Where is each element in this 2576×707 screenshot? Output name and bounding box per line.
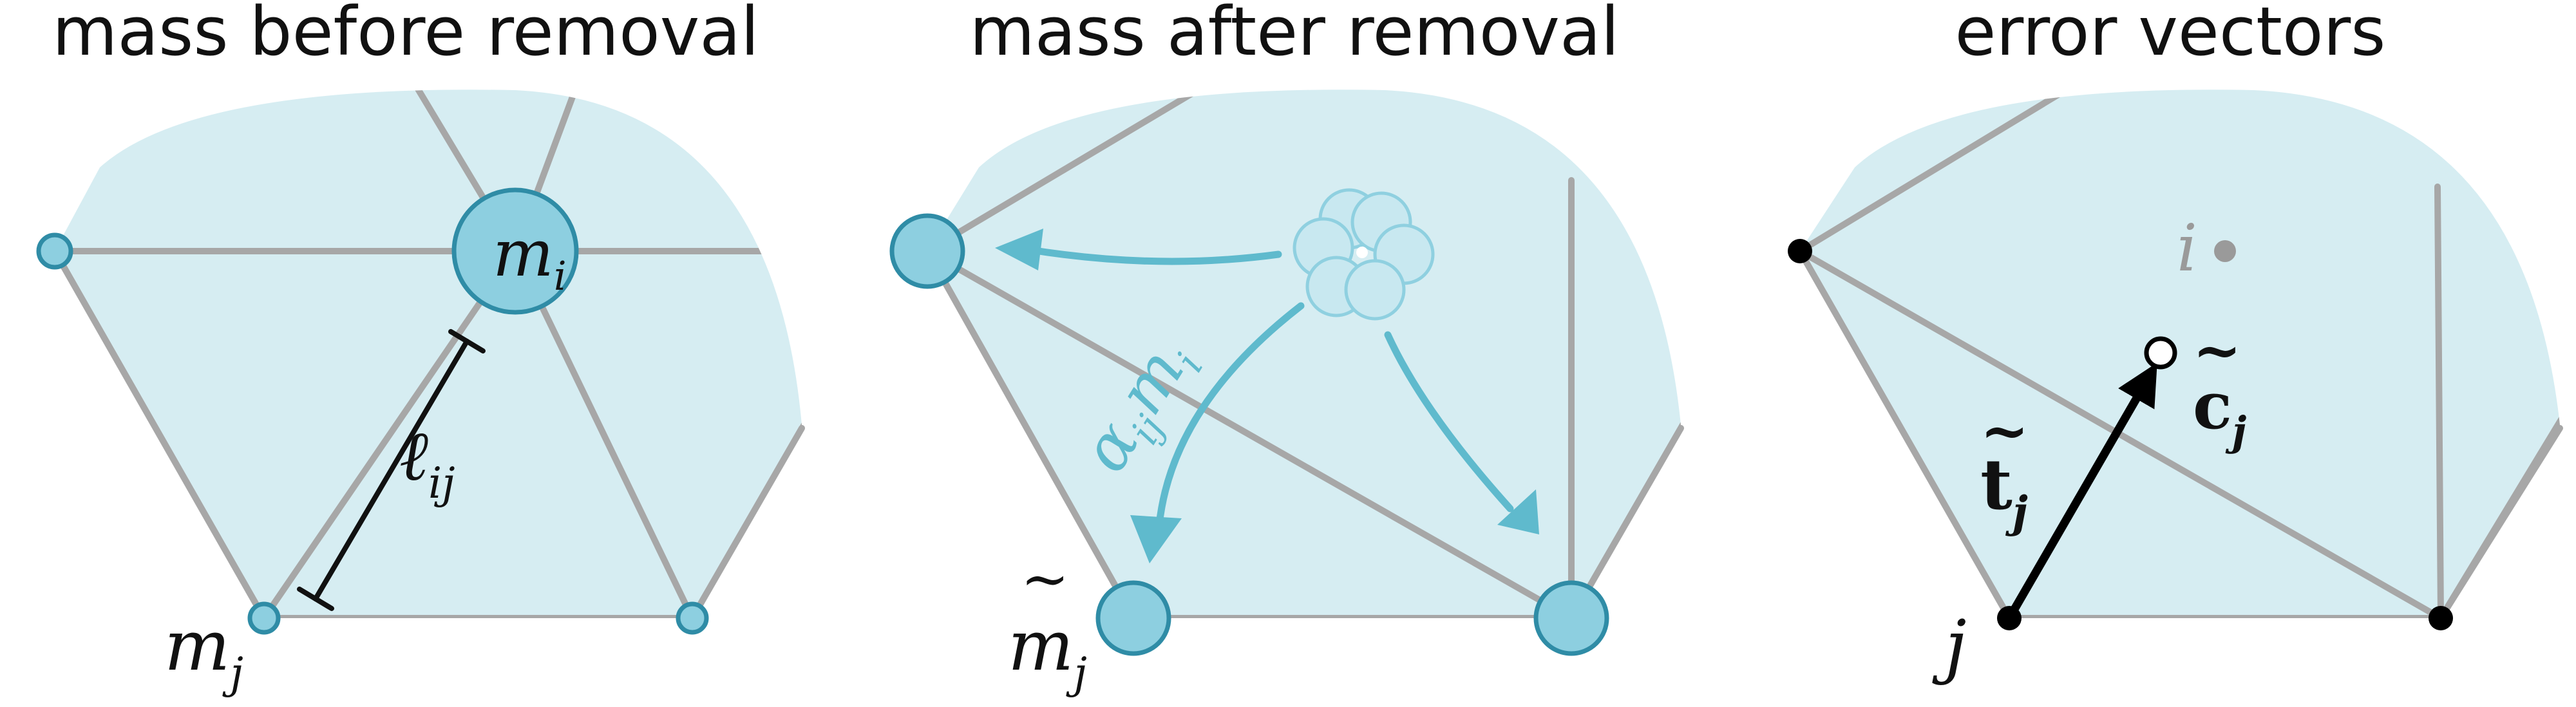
label-c-tilde: cj: [2193, 368, 2246, 455]
label-c-tilde-mark: ~: [2193, 316, 2241, 384]
flow-arrow-down: [1155, 302, 1305, 529]
edge: [512, 248, 696, 619]
label-i: i: [2177, 211, 2197, 286]
flow-arrow-right: [1384, 331, 1514, 513]
label-lij: ℓij: [399, 416, 455, 508]
panel-2-title: mass after removal: [969, 0, 1619, 71]
vertex: [2429, 606, 2453, 630]
flow-arrowhead: [995, 229, 1043, 270]
flow-arrowhead: [1497, 489, 1539, 534]
panel-1-title: mass before removal: [52, 0, 759, 71]
flow-arrowhead: [1130, 515, 1182, 563]
outer-edge: [924, 248, 1137, 621]
dispersed-mass-cluster: [1293, 188, 1435, 321]
vertex: [1533, 580, 1609, 656]
outer-edge: [689, 425, 805, 621]
vertex-small: [36, 232, 73, 270]
panel-mass-after-removal: mass after removal α: [889, 0, 1684, 698]
outer-edge: [1797, 248, 2012, 621]
centroid-point: [2144, 336, 2177, 370]
vertex: [1788, 239, 1812, 263]
label-j: j: [1932, 606, 1967, 686]
error-vector-arrow: [2005, 363, 2157, 621]
edge: [2434, 184, 2444, 619]
label-mj-tilde: mj: [1008, 606, 1087, 698]
vertex-j: [1997, 606, 2022, 630]
panel-error-vectors: error vectors i ~ cj ~ tj j: [1788, 0, 2563, 686]
region-shape: [927, 90, 1681, 619]
panel-3-title: error vectors: [1955, 0, 2386, 71]
region-shape: [55, 90, 802, 619]
vertex-small: [676, 601, 709, 635]
edge: [261, 248, 518, 619]
panel-mass-before-removal: mass before removal mi ℓij mj: [36, 0, 805, 698]
region-shape: [1800, 90, 2560, 619]
length-marker: [297, 329, 486, 611]
edge: [927, 90, 1233, 254]
vertex-mi: [451, 187, 579, 315]
label-mj-tilde-mark: ~: [1021, 545, 1069, 613]
label-t-tilde: tj: [1980, 444, 2028, 537]
label-t-tilde-mark: ~: [1980, 397, 2029, 465]
vertex: [889, 213, 965, 289]
label-mi: mi: [493, 216, 567, 299]
outer-edge: [52, 248, 267, 621]
edge: [927, 248, 1575, 619]
label-mj: mj: [164, 606, 243, 698]
outer-edge: [2438, 425, 2563, 621]
vertex-mj: [247, 601, 281, 635]
vertex-i-removed: [2214, 240, 2236, 262]
flow-arrow-left: [1027, 246, 1282, 265]
vertex-mj-tilde: [1095, 580, 1171, 656]
